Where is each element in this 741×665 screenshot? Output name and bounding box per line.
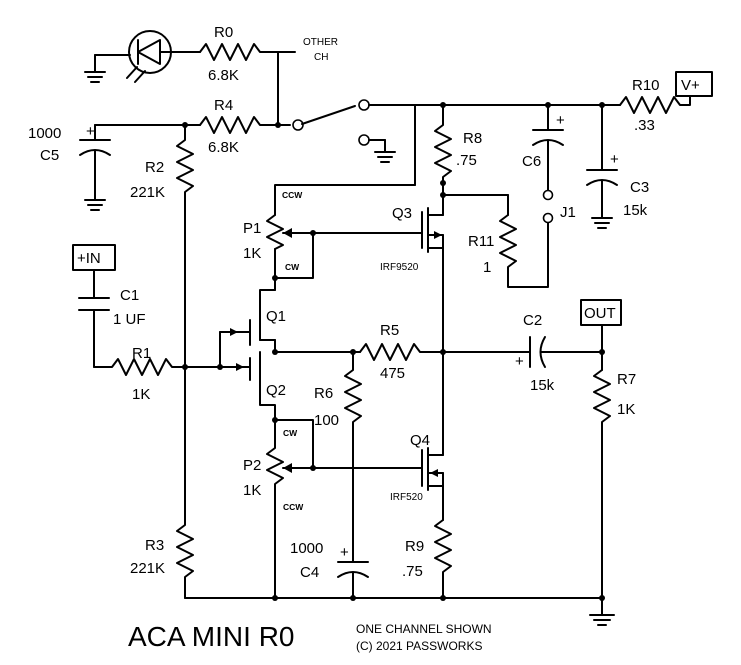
c5-capacitor [79,124,111,211]
other-ch-label-2: CH [314,52,328,63]
c1-ref: C1 [120,287,139,304]
r6-value: 100 [314,412,339,429]
r9-ref: R9 [405,538,424,555]
r4-resistor [199,116,291,134]
r11-ref: R11 [468,233,494,250]
p2-value: 1K [243,482,261,499]
c4-ref: C4 [300,564,319,581]
selector-switch [292,99,416,163]
r4-value: 6.8K [208,139,239,156]
j1-label: J1 [560,204,576,221]
r3-value: 221K [130,560,165,577]
supply-port [675,71,713,97]
c6-ref: C6 [522,153,541,170]
c3-ref: C3 [630,179,649,196]
r5-ref: R5 [380,322,399,339]
p2-ref: P2 [243,457,261,474]
other-ch-label-1: OTHER [303,37,338,48]
q2-ref: Q2 [266,382,286,399]
ground-symbol [589,597,615,626]
c3-capacitor [586,104,618,229]
q4-mosfet [421,351,444,521]
c5-value: 1000 [28,125,61,142]
svg-text:+: + [610,151,619,168]
r10-value: .33 [634,117,655,134]
schematic-title: ACA MINI R0 [128,621,294,652]
r11-resistor [499,214,517,276]
c2-value: 15k [530,377,555,394]
channel-note: ONE CHANNEL SHOWN [356,622,492,636]
j1-pin [542,212,554,224]
p1-ref: P1 [243,220,261,237]
r9-resistor [434,519,452,599]
r0-resistor [199,43,279,61]
r8-ref: R8 [463,130,482,147]
p1-potentiometer [266,214,284,291]
c3-value: 15k [623,202,648,219]
output-label: OUT [584,305,616,322]
r10-ref: R10 [632,77,660,94]
svg-text:+: + [340,544,349,561]
c4-value: 1000 [290,540,323,557]
r7-ref: R7 [617,371,636,388]
svg-text:+: + [556,112,565,129]
r8-resistor [434,104,452,184]
r5-resistor [359,343,444,361]
p1-value: 1K [243,245,261,262]
p1-cw-label: CW [285,262,300,272]
r8-value: .75 [456,152,477,169]
r1-resistor [93,358,186,376]
q3-part: IRF9520 [380,262,419,273]
copyright-note: (C) 2021 PASSWORKS [356,639,482,653]
p2-ccw-label: CCW [283,502,304,512]
c4-capacitor [337,554,369,599]
q2-jfet [236,351,276,421]
r2-value: 221K [130,184,165,201]
r3-resistor [176,366,194,599]
q4-ref: Q4 [410,432,430,449]
q3-mosfet [421,182,509,259]
q1-ref: Q1 [266,308,286,325]
c2-ref: C2 [523,312,542,329]
r4-ref: R4 [214,97,233,114]
p2-cw-label: CW [283,428,298,438]
q4-part: IRF520 [390,492,423,503]
q3-ref: Q3 [392,205,412,222]
c1-value: 1 UF [113,311,146,328]
c1-capacitor [78,269,110,368]
r0-ref: R0 [214,24,233,41]
led-indicator [84,30,201,83]
r11-value: 1 [483,259,491,276]
svg-text:+: + [86,123,95,140]
r9-value: .75 [402,563,423,580]
supply-label: V+ [681,77,700,94]
input-label: +IN [77,250,101,267]
r1-value: 1K [132,386,150,403]
r10-resistor [619,95,691,114]
c6-capacitor [532,104,564,201]
r7-resistor [593,369,611,599]
r2-ref: R2 [145,159,164,176]
r0-value: 6.8K [208,67,239,84]
p2-potentiometer [266,419,284,599]
c5-ref: C5 [40,147,59,164]
r7-value: 1K [617,401,635,418]
r6-ref: R6 [314,385,333,402]
r1-ref: R1 [132,345,151,362]
svg-text:+: + [515,353,524,370]
r2-resistor [176,124,194,368]
p1-ccw-label: CCW [282,190,303,200]
r3-ref: R3 [145,537,164,554]
c2-capacitor [529,336,603,368]
output-port [580,299,622,326]
r6-resistor [344,351,362,556]
r5-value: 475 [380,365,405,382]
